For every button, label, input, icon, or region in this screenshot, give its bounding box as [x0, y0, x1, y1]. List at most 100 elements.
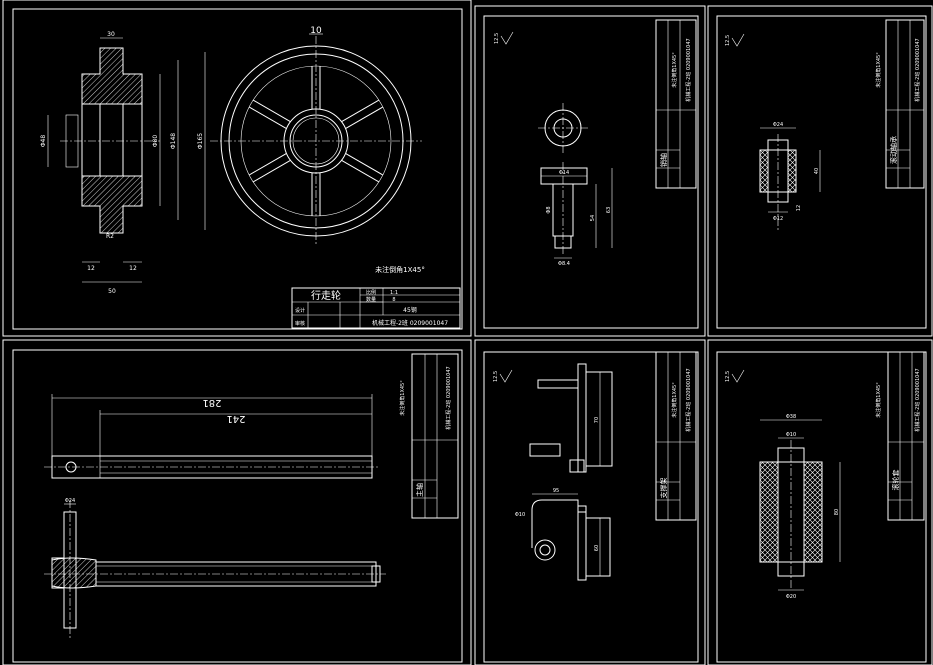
dim-outer: Φ148: [170, 133, 177, 149]
pin-tech-note: 未注倒角1X45°: [671, 52, 678, 88]
wheel-designer-label: 设计: [295, 307, 305, 314]
bracket-upper-view: 70: [529, 363, 613, 473]
bushing2-tech-note: 未注倒角1X45°: [875, 382, 882, 418]
shaft-front-view: Φ24: [44, 498, 386, 640]
shaft-title-block: 主轴 机械工程-2班 0209001047 未注倒角1X45°: [399, 353, 459, 519]
bracket-lower-view: 95 60 Φ10: [515, 488, 611, 581]
wheel-front-view: 10: [210, 26, 422, 246]
dim-bracket-height: 70: [594, 417, 600, 423]
dim-chamfer: R2: [106, 233, 114, 240]
sheet-outer-border: [2, 339, 472, 665]
dim-hub-left: 12: [87, 265, 95, 272]
sheet-bushing1: 12.5 Φ24 Φ12 40 12 滚动轴承 机械工程-2班 0209001: [707, 5, 933, 337]
bushing1-roughness: 12.5: [725, 35, 731, 46]
sheet-inner-border: [12, 349, 463, 663]
wheel-checker-label: 审核: [295, 320, 305, 327]
bushing2-drawing-no: 机械工程-2班 0209001047: [914, 368, 921, 431]
dim-bracket-lower-h: 60: [594, 545, 600, 551]
bushing1-tech-note: 未注倒角1X45°: [875, 52, 882, 88]
shaft-drawing-no: 机械工程-2班 0209001047: [445, 366, 452, 429]
bracket-roughness: 12.5: [493, 371, 499, 382]
sheet-bushing2: 12.5 Φ38 Φ10 Φ20 80 滚轮套 机械工程-2班: [707, 339, 933, 665]
wheel-scale: 1:1: [390, 290, 398, 296]
wheel-section-view: 30 50 12 12 R2 Φ48 Φ80 Φ148 Φ165: [40, 31, 206, 295]
wheel-drawing-no: 机械工程-2班 0209001047: [372, 319, 448, 327]
sheet-bracket: 12.5 70 95 60 Φ10: [474, 339, 706, 665]
sheet-pin: 12.5 Φ14 54 63 Φ8.4 Φ8: [474, 5, 706, 337]
wheel-spoke-edge: [252, 160, 291, 183]
dim-hub-width: 30: [107, 31, 115, 38]
wheel-qty-label: 数量: [366, 296, 376, 303]
dim-pin-total: 63: [606, 207, 612, 213]
dim-bracket-hole: Φ10: [515, 512, 525, 518]
pin-drawing-no: 机械工程-2班 0209001047: [685, 38, 692, 101]
dim-bushing2-bottom: Φ20: [786, 594, 796, 600]
bracket-title: 支撑架: [659, 478, 668, 499]
sheet-inner-border: [12, 8, 463, 330]
dim-bore: Φ48: [40, 135, 47, 148]
dim-shaft-total: 281: [202, 397, 221, 408]
dim-rim-inner: Φ80: [152, 135, 159, 148]
wheel-material: 45钢: [403, 306, 417, 314]
sheet-shaft: 281 241 Φ24 主轴 机械工程-2班 0209001047 未注倒角: [2, 339, 472, 665]
wheel-title: 行走轮: [311, 289, 341, 302]
shaft-top-view: 281 241: [44, 394, 380, 479]
dim-spoke-width: 10: [310, 26, 322, 36]
dim-bushing2-inner: Φ10: [786, 432, 796, 438]
roughness-symbol: 12.5: [493, 369, 513, 383]
dim-hub-right: 12: [129, 265, 137, 272]
pin-roughness: 12.5: [494, 33, 500, 44]
bushing2-roughness: 12.5: [725, 371, 731, 382]
sheet-outer-border: [707, 339, 933, 665]
pin-side-view: Φ14 54 63 Φ8.4 Φ8: [540, 162, 613, 267]
dim-shaft-flange: Φ24: [65, 498, 75, 504]
dim-bushing2-height: 80: [834, 509, 840, 515]
dim-bracket-width: 95: [553, 488, 559, 494]
pin-title: 销轴: [659, 153, 668, 167]
sheet-inner-border: [716, 351, 927, 663]
dim-bushing1-bore-depth: 12: [796, 205, 802, 211]
wheel-spoke-edge: [345, 106, 384, 129]
dim-shaft-len: 241: [226, 413, 245, 424]
roughness-symbol: 12.5: [725, 369, 745, 383]
dim-bushing1-outer: Φ24: [773, 122, 783, 128]
wheel-tech-note: 未注倒角1X45°: [375, 265, 425, 274]
sheet-outer-border: [474, 339, 706, 665]
roughness-symbol: 12.5: [494, 31, 514, 45]
dim-pin-head: Φ14: [559, 170, 569, 176]
dim-bushing2-outer: Φ38: [786, 414, 796, 420]
bushing1-drawing-no: 机械工程-2班 0209001047: [914, 38, 921, 101]
roughness-symbol: 12.5: [725, 33, 745, 47]
sheet-outer-border: [2, 0, 472, 337]
dim-bushing1-height: 40: [814, 168, 820, 174]
bracket-drawing-no: 机械工程-2班 0209001047: [685, 368, 692, 431]
wheel-title-block: 行走轮 比例 1:1 数量 8 设计 审核 45钢 机械工程-2班 020900…: [291, 287, 461, 329]
sheet-wheel: 30 50 12 12 R2 Φ48 Φ80 Φ148 Φ165 10 未注倒角…: [2, 0, 472, 337]
shaft-title: 主轴: [415, 483, 424, 497]
bushing1-section: Φ24 Φ12 40 12: [759, 122, 821, 230]
bushing1-title-block: 滚动轴承 机械工程-2班 0209001047 未注倒角1X45°: [875, 19, 925, 189]
wheel-spoke-edge: [341, 160, 380, 183]
wheel-spoke-edge: [345, 153, 384, 176]
bushing1-title: 滚动轴承: [889, 136, 898, 164]
dim-bushing1-inner: Φ12: [773, 216, 783, 222]
sheet-inner-border: [483, 351, 699, 663]
pin-top-view: [538, 103, 588, 153]
dim-pin-tip: Φ8.4: [558, 261, 570, 267]
sheet-inner-border: [716, 15, 927, 329]
sheet-outer-border: [707, 5, 933, 337]
sheet-outer-border: [474, 5, 706, 337]
wheel-spoke-edge: [252, 99, 291, 122]
shaft-tech-note: 未注倒角1X45°: [399, 380, 406, 416]
bracket-title-block: 支撑架 机械工程-2班 0209001047 未注倒角1X45°: [655, 351, 697, 521]
dim-pin-length: 54: [590, 215, 596, 221]
pin-title-block: 销轴 机械工程-2班 0209001047 未注倒角1X45°: [655, 19, 697, 189]
dim-overall: Φ165: [197, 133, 204, 149]
bracket-tech-note: 未注倒角1X45°: [671, 382, 678, 418]
wheel-qty: 8: [392, 297, 395, 303]
wheel-scale-label: 比例: [366, 289, 376, 296]
dim-total-width: 50: [108, 288, 116, 295]
dim-pin-shank: Φ8: [546, 206, 552, 213]
bushing2-section: Φ38 Φ10 Φ20 80: [759, 414, 841, 600]
